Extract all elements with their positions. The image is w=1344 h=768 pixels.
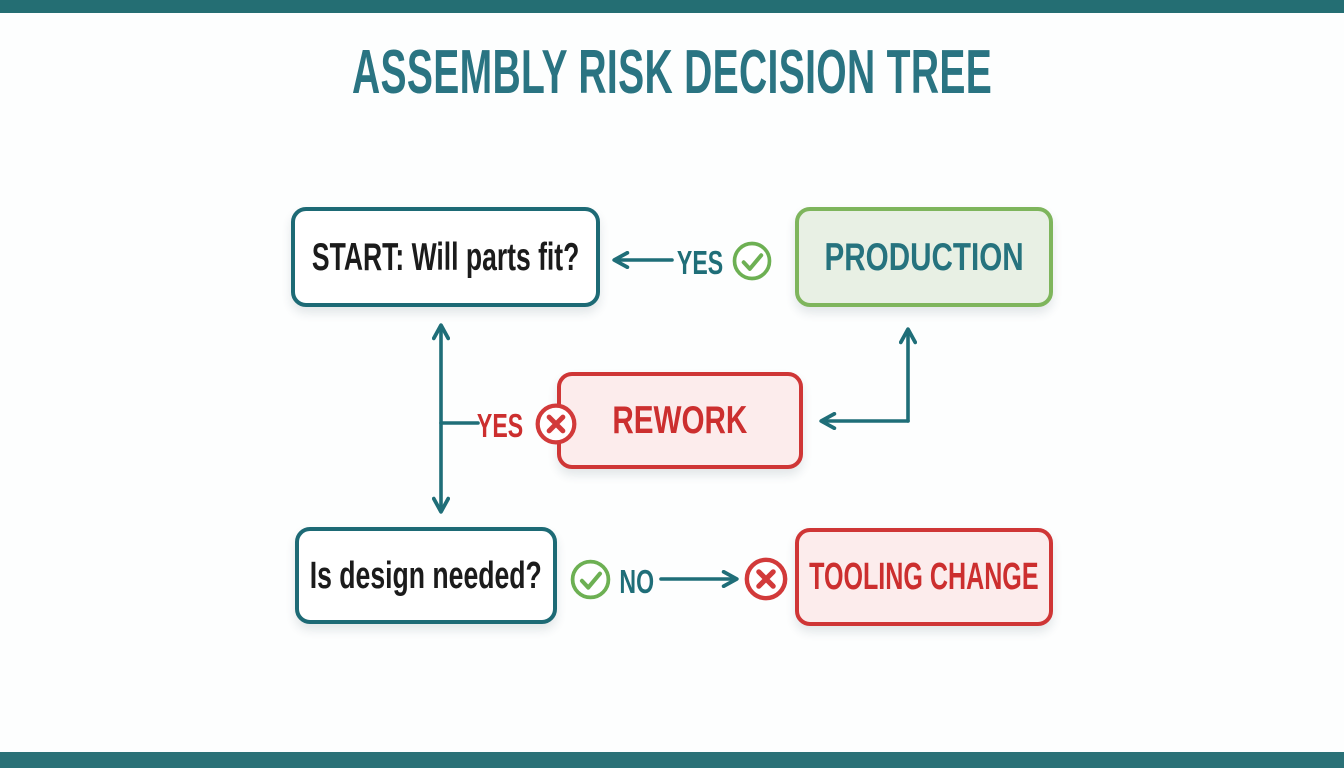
edge-label-no-bottom: NO [619,563,655,600]
top-border-bar [0,0,1344,13]
bottom-border-bar [0,752,1344,768]
node-design-question: Is design needed? [295,527,557,624]
node-tooling-change: TOOLING CHANGE [795,528,1053,626]
node-rework: REWORK [557,372,803,469]
x-circle-icon [534,402,578,446]
check-circle-icon [731,240,773,282]
edge-label-yes-top: YES [676,244,724,281]
node-start: START: Will parts fit? [291,207,600,307]
node-production: PRODUCTION [795,207,1053,307]
check-circle-icon [569,558,612,601]
node-tooling-change-label: TOOLING CHANGE [809,556,1039,598]
node-rework-label: REWORK [612,399,748,442]
page-title-text: ASSEMBLY RISK DECISION TREE [351,38,993,107]
node-start-label: START: Will parts fit? [311,235,580,279]
node-production-label: PRODUCTION [824,235,1024,279]
x-circle-icon [743,556,789,602]
node-design-question-label: Is design needed? [309,554,543,597]
edge-label-yes-mid: YES [476,407,524,444]
page-title: ASSEMBLY RISK DECISION TREE [0,42,1344,104]
